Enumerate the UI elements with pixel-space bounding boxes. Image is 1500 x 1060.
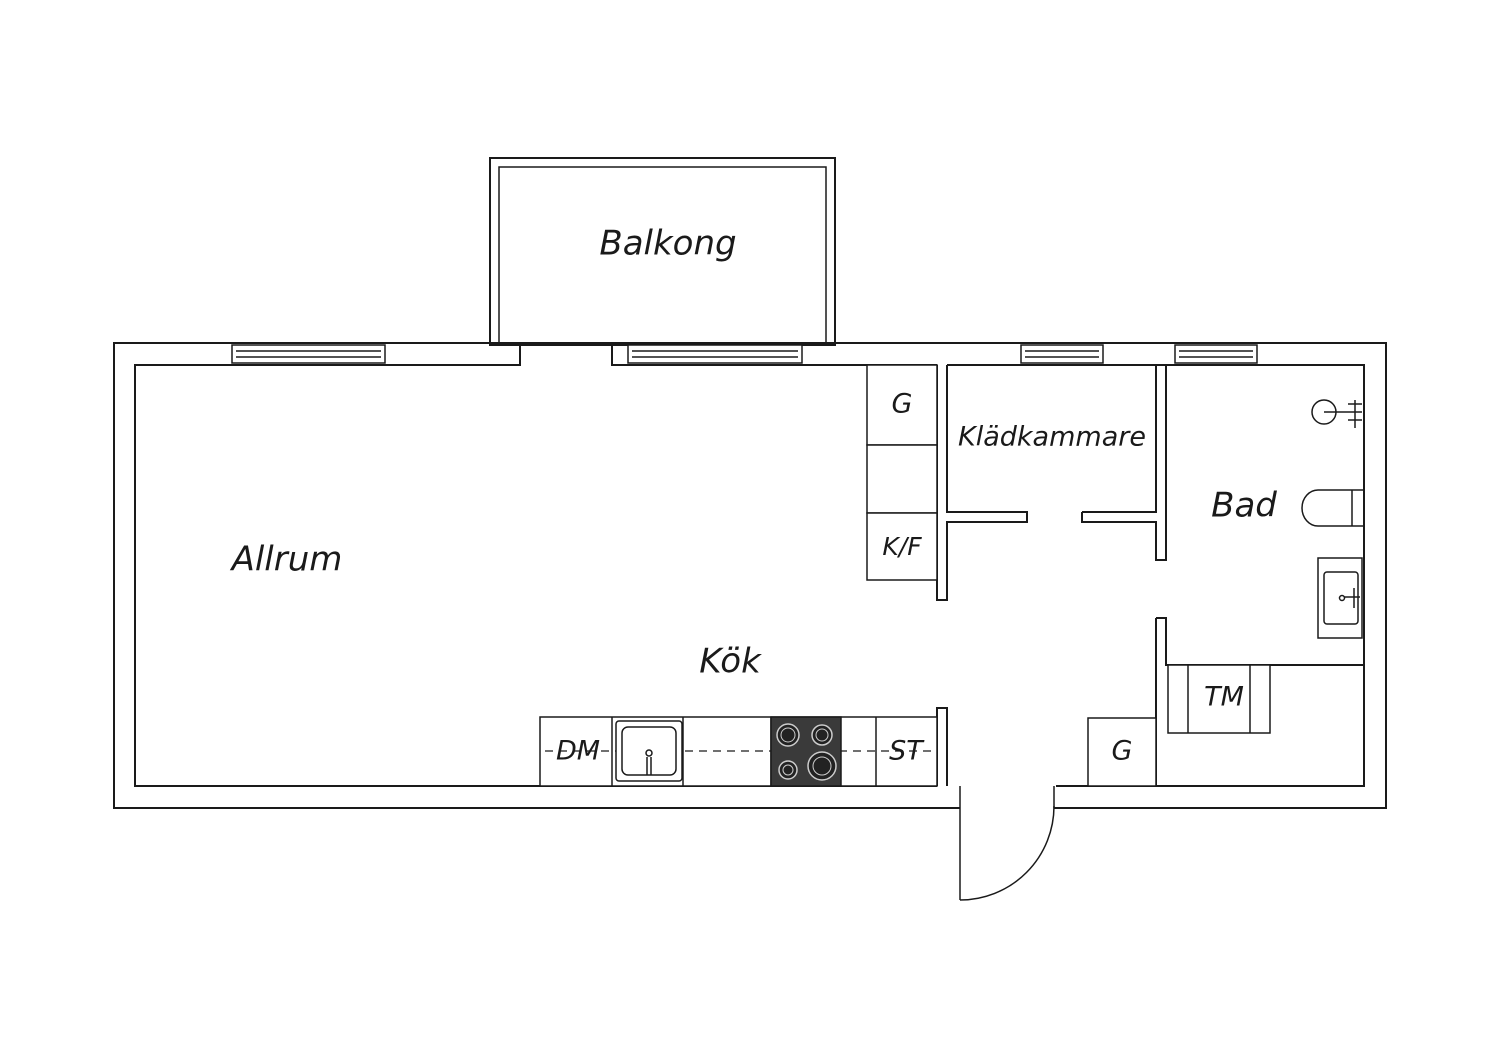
wardrobe-cabinet — [866, 364, 938, 446]
storage-column: G K/F — [866, 364, 938, 581]
dishwasher-label: DM — [556, 736, 600, 767]
washing-machine-label: TM — [1204, 682, 1244, 713]
fridge-freezer-label: K/F — [882, 532, 922, 561]
closet-label: Klädkammare — [958, 422, 1146, 453]
window-2 — [627, 344, 803, 364]
bath-label: Bad — [1211, 486, 1277, 526]
sink-icon — [615, 720, 683, 782]
hall-wardrobe: G — [1087, 717, 1157, 787]
toilet-icon — [1301, 489, 1364, 527]
kitchen-counter: DM ST — [539, 716, 938, 787]
cabinet-label: ST — [889, 736, 925, 767]
fridge-freezer-cabinet — [866, 512, 938, 581]
window-3 — [1020, 344, 1104, 364]
balcony-label: Balkong — [599, 224, 736, 264]
living-room-label: Allrum — [230, 540, 343, 580]
cooktop-icon — [770, 716, 842, 787]
room-labels: Balkong Allrum Kök Klädkammare Bad — [230, 224, 1278, 682]
interior-walls — [936, 364, 1364, 786]
bathroom-fixtures — [1301, 399, 1364, 639]
outer-walls — [113, 342, 1387, 809]
windows — [231, 344, 1258, 364]
washing-machine: TM — [1167, 664, 1271, 734]
blank-cabinet — [866, 444, 938, 514]
window-4 — [1174, 344, 1258, 364]
shower-icon — [1311, 399, 1362, 428]
kitchen-label: Kök — [699, 642, 762, 682]
window-1 — [231, 344, 386, 364]
wardrobe-1-label: G — [892, 389, 913, 420]
entrance-door — [959, 786, 1055, 901]
wardrobe-2-label: G — [1112, 736, 1133, 767]
washbasin-icon — [1317, 557, 1363, 639]
